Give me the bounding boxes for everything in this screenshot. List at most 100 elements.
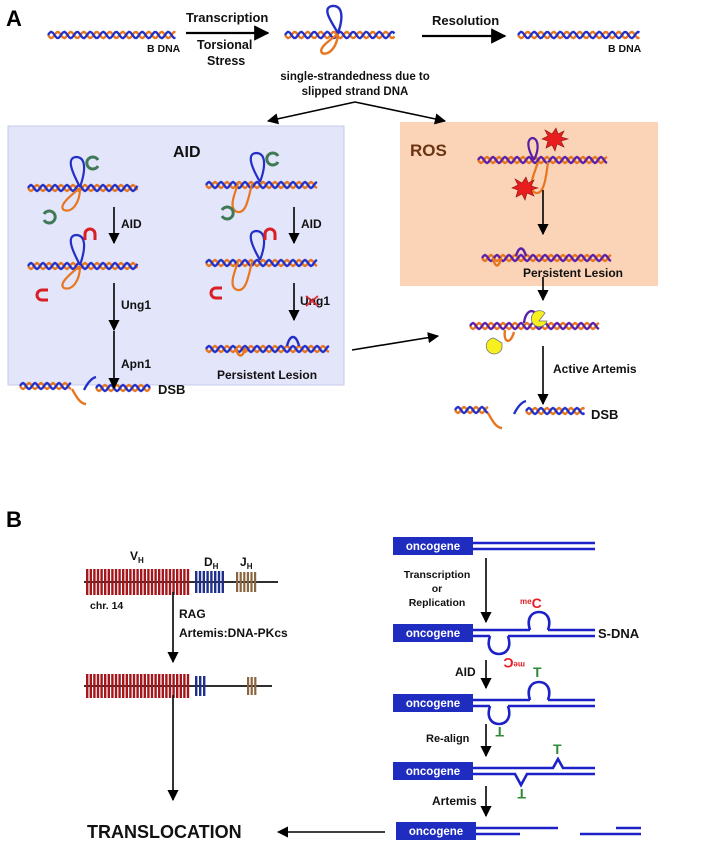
b-dna-left-blue-strand [47, 30, 176, 40]
vh-segment [147, 674, 150, 698]
oncogene-label-1: oncogene [406, 541, 460, 553]
vh-segment [183, 674, 186, 698]
vh-segment [176, 674, 179, 698]
dsb-right-orange-tail [486, 412, 503, 430]
row5-strand-left [476, 826, 558, 836]
row3-loop-bottom [487, 705, 511, 726]
dsb-right-blue-tail [512, 399, 527, 415]
mec-bottom: meC [503, 655, 525, 671]
dh-segment [203, 676, 206, 696]
artemis-b-label: Artemis [432, 794, 477, 808]
transcription-b-label: Transcription [404, 569, 471, 581]
vh-segment [111, 674, 114, 698]
dsb-left-blue-tail [82, 375, 97, 391]
realign-label: Re-align [426, 733, 470, 745]
row4-strand-bottom [473, 772, 595, 788]
vh-segment [125, 674, 128, 698]
oncogene-label-2: oncogene [406, 628, 460, 640]
vh-segment [107, 569, 110, 595]
dh-segment [217, 571, 221, 593]
vh-segment [114, 569, 118, 595]
vh-segment [147, 569, 150, 595]
ros-loop-blue [527, 136, 539, 161]
vh-segment [118, 674, 121, 698]
vh-segment [136, 569, 139, 595]
dsb-right-piece2-blue-strand [525, 406, 586, 416]
vh-segment [186, 674, 190, 698]
vh-segment [96, 674, 100, 698]
aid-enzyme-red-2 [35, 288, 48, 302]
arrow-to-aid [266, 101, 356, 125]
oncogene-label-3: oncogene [406, 698, 460, 710]
jh-segment [246, 572, 249, 592]
dsb-left-label: DSB [158, 382, 185, 397]
row4-strand-top [473, 756, 595, 770]
vh-segment [165, 569, 168, 595]
vh-segment [86, 569, 89, 595]
aid-right-step2: AID [301, 217, 322, 231]
lesion-bump-blue [285, 335, 301, 347]
row3-loop-top [527, 680, 551, 701]
vh-segment [172, 674, 175, 698]
vh-segment [132, 569, 136, 595]
aid-left-loop2-orange [61, 265, 82, 290]
vh-segment [154, 569, 157, 595]
dh-segment [195, 676, 198, 696]
dh-segment [202, 571, 205, 593]
vh-segment [93, 674, 96, 698]
dh-segment [195, 571, 198, 593]
oncogene-box-3 [393, 694, 473, 712]
dsb-right-label: DSB [591, 407, 618, 422]
aid-persistent-lesion: Persistent Lesion [217, 368, 317, 382]
oncogene-box-2 [393, 624, 473, 642]
aid-enzyme-green-1 [85, 155, 100, 171]
dsb-left-piece1-blue-strand [19, 381, 72, 391]
vh-segment [104, 674, 107, 698]
vh-segment [114, 674, 118, 698]
vh-segment [140, 674, 143, 698]
aid-right-dna1-blue-strand [205, 180, 318, 190]
vh-segment [132, 674, 136, 698]
torsional-label: Torsional [197, 38, 252, 52]
panel-b-letter: B [6, 507, 22, 532]
vh-segment [140, 569, 143, 595]
ros-lesion-blue [514, 247, 528, 257]
aid-left-dna1-blue-strand [27, 183, 139, 193]
or-label: or [432, 583, 443, 595]
vh-segment [154, 674, 157, 698]
lesion-bump-orange [234, 347, 247, 357]
ung1-left-label: Ung1 [121, 298, 151, 312]
vh-segment [165, 674, 168, 698]
jh-segment [243, 572, 246, 592]
aid-enzyme-green-4 [220, 205, 235, 221]
jh-segment [250, 572, 253, 592]
aid-enzyme-green-2 [42, 209, 57, 225]
aid-b-label: AID [455, 665, 476, 679]
row2-loop-bottom [487, 635, 511, 656]
vh-segment [161, 569, 164, 595]
vh-segment [100, 674, 103, 698]
vh-segment [86, 674, 89, 698]
resolution-label: Resolution [432, 13, 499, 28]
merge-loop-orange [503, 329, 516, 342]
panel-a-letter: A [6, 6, 22, 31]
translocation-label: TRANSLOCATION [87, 822, 242, 842]
slipped-dna-blue-strand [284, 30, 396, 40]
stress-label: Stress [207, 54, 245, 68]
jh-segment [254, 677, 257, 695]
vh-segment [122, 569, 125, 595]
b-dna-left-orange-strand [47, 30, 176, 40]
ros-dna1-blue-strand [477, 155, 608, 165]
aid-left-loop2-blue [69, 233, 86, 266]
vh-segment [168, 569, 172, 595]
oncogene-label-5: oncogene [409, 826, 463, 838]
vh-segment [186, 569, 190, 595]
oncogene-box-5 [396, 822, 476, 840]
jh-segment [236, 572, 239, 592]
ros-dna2-blue-strand [481, 253, 612, 263]
jh-segment [247, 677, 250, 695]
aid-enzyme-red-3 [263, 227, 277, 240]
vh-segment [89, 674, 92, 698]
t-bottom-row4: T [517, 786, 526, 802]
vh-segment [111, 569, 114, 595]
